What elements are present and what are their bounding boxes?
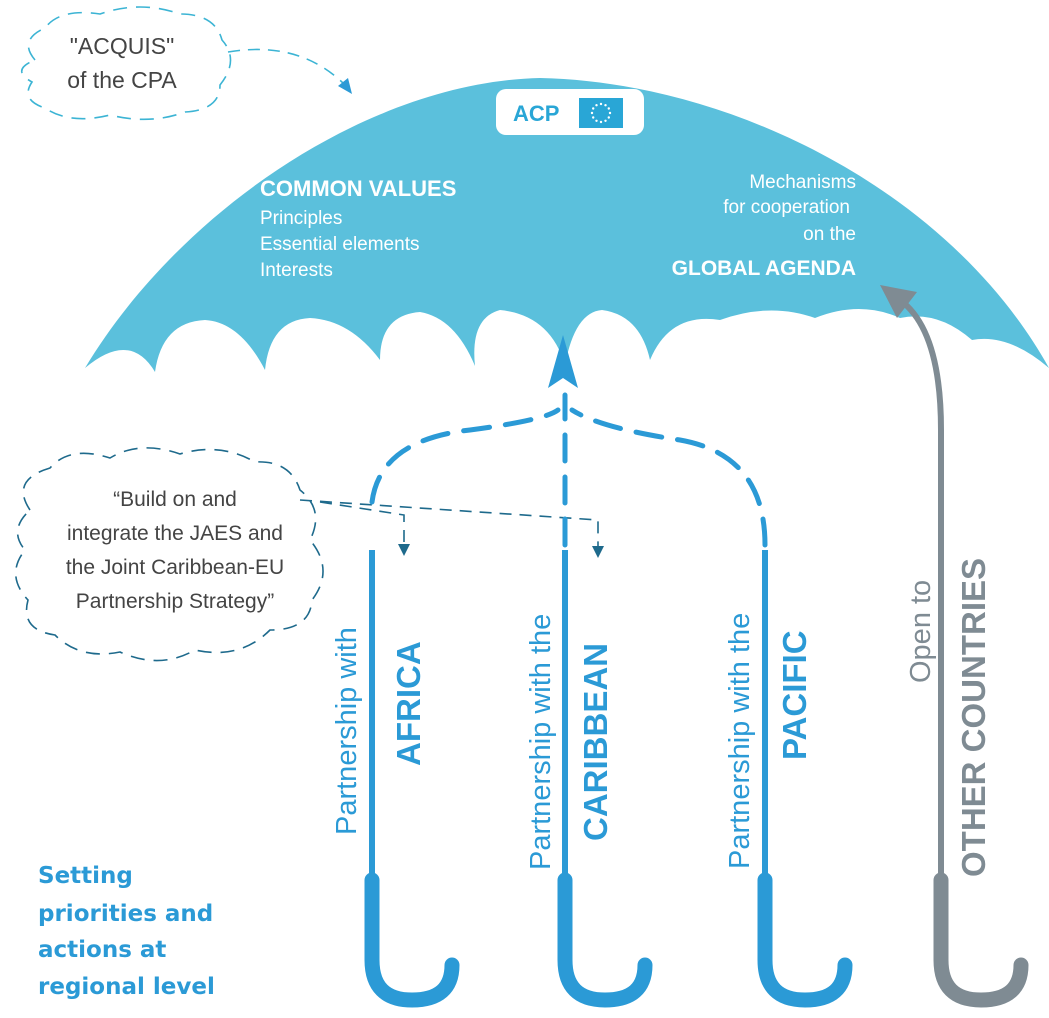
arrow-down-icon	[398, 544, 410, 556]
eu-star	[595, 104, 598, 107]
africa-handle	[364, 550, 460, 1008]
pacific-handle	[757, 550, 853, 1008]
acquis-line: of the CPA	[67, 67, 177, 93]
eu-star	[607, 107, 610, 110]
caribbean-handle	[557, 550, 653, 1008]
other-countries-handle	[880, 285, 1029, 1008]
eu-star	[608, 111, 612, 115]
common-values-item: Principles	[260, 208, 342, 229]
common-values-title: COMMON VALUES	[260, 176, 456, 201]
common-values-item: Essential elements	[260, 234, 419, 255]
acquis-arrow-icon	[338, 78, 352, 94]
eu-star	[604, 119, 607, 122]
quote-line: integrate the JAES and	[67, 522, 283, 545]
quote-cloud-outline	[14, 447, 324, 662]
pacific-prefix: Partnership with the	[724, 613, 756, 869]
up-arrow-icon	[548, 335, 578, 388]
acp-label: ACP	[513, 101, 559, 126]
pacific-label: PACIFIC	[776, 630, 813, 760]
setting-line: Setting	[38, 863, 133, 889]
setting-priorities: Setting priorities and actions at region…	[38, 863, 215, 1000]
acquis-connector	[227, 48, 346, 86]
global-agenda: Mechanisms for cooperation on the GLOBAL…	[672, 172, 856, 280]
eu-star	[592, 107, 595, 110]
eu-star	[599, 120, 603, 124]
eu-flag-icon	[579, 98, 623, 128]
common-values: COMMON VALUES Principles Essential eleme…	[260, 176, 456, 281]
quote-connector-africa	[319, 501, 405, 545]
setting-line: regional level	[38, 974, 215, 1000]
global-agenda-title: GLOBAL AGENDA	[672, 257, 856, 280]
eu-star	[590, 111, 594, 115]
setting-line: priorities and	[38, 901, 213, 927]
quote-line: the Joint Caribbean-EU	[66, 556, 284, 579]
umbrella-canopy	[85, 78, 1049, 372]
caribbean-prefix: Partnership with the	[525, 614, 557, 870]
quote-cloud: “Build on and integrate the JAES and the…	[14, 447, 604, 662]
grey-arrow-icon	[880, 285, 917, 318]
eu-star	[595, 119, 598, 122]
arrow-down-icon	[592, 546, 604, 558]
quote-connector-caribbean	[299, 499, 599, 548]
other-label: OTHER COUNTRIES	[955, 558, 992, 877]
caribbean-label: CARIBBEAN	[577, 643, 614, 841]
africa-dash-arrow	[369, 407, 561, 505]
other-prefix: Open to	[905, 580, 937, 683]
acquis-line: "ACQUIS"	[70, 33, 175, 59]
acquis-cloud-outline	[20, 6, 232, 121]
quote-line: “Build on and	[113, 488, 237, 511]
eu-star	[607, 116, 610, 119]
setting-line: actions at	[38, 937, 166, 963]
eu-star	[592, 116, 595, 119]
africa-label: AFRICA	[390, 641, 427, 766]
mechanisms-line: on the	[803, 224, 856, 245]
acquis-cloud: "ACQUIS" of the CPA	[20, 6, 352, 121]
common-values-item: Interests	[260, 260, 333, 281]
quote-line: Partnership Strategy”	[76, 590, 274, 613]
regional-arrows	[369, 335, 768, 548]
pacific-dash-arrow	[569, 407, 768, 548]
eu-star	[599, 102, 603, 106]
acp-badge: ACP	[496, 89, 644, 135]
africa-prefix: Partnership with	[331, 627, 363, 835]
mechanisms-line: Mechanisms	[749, 172, 856, 193]
eu-star	[604, 104, 607, 107]
mechanisms-line: for cooperation	[723, 197, 850, 218]
